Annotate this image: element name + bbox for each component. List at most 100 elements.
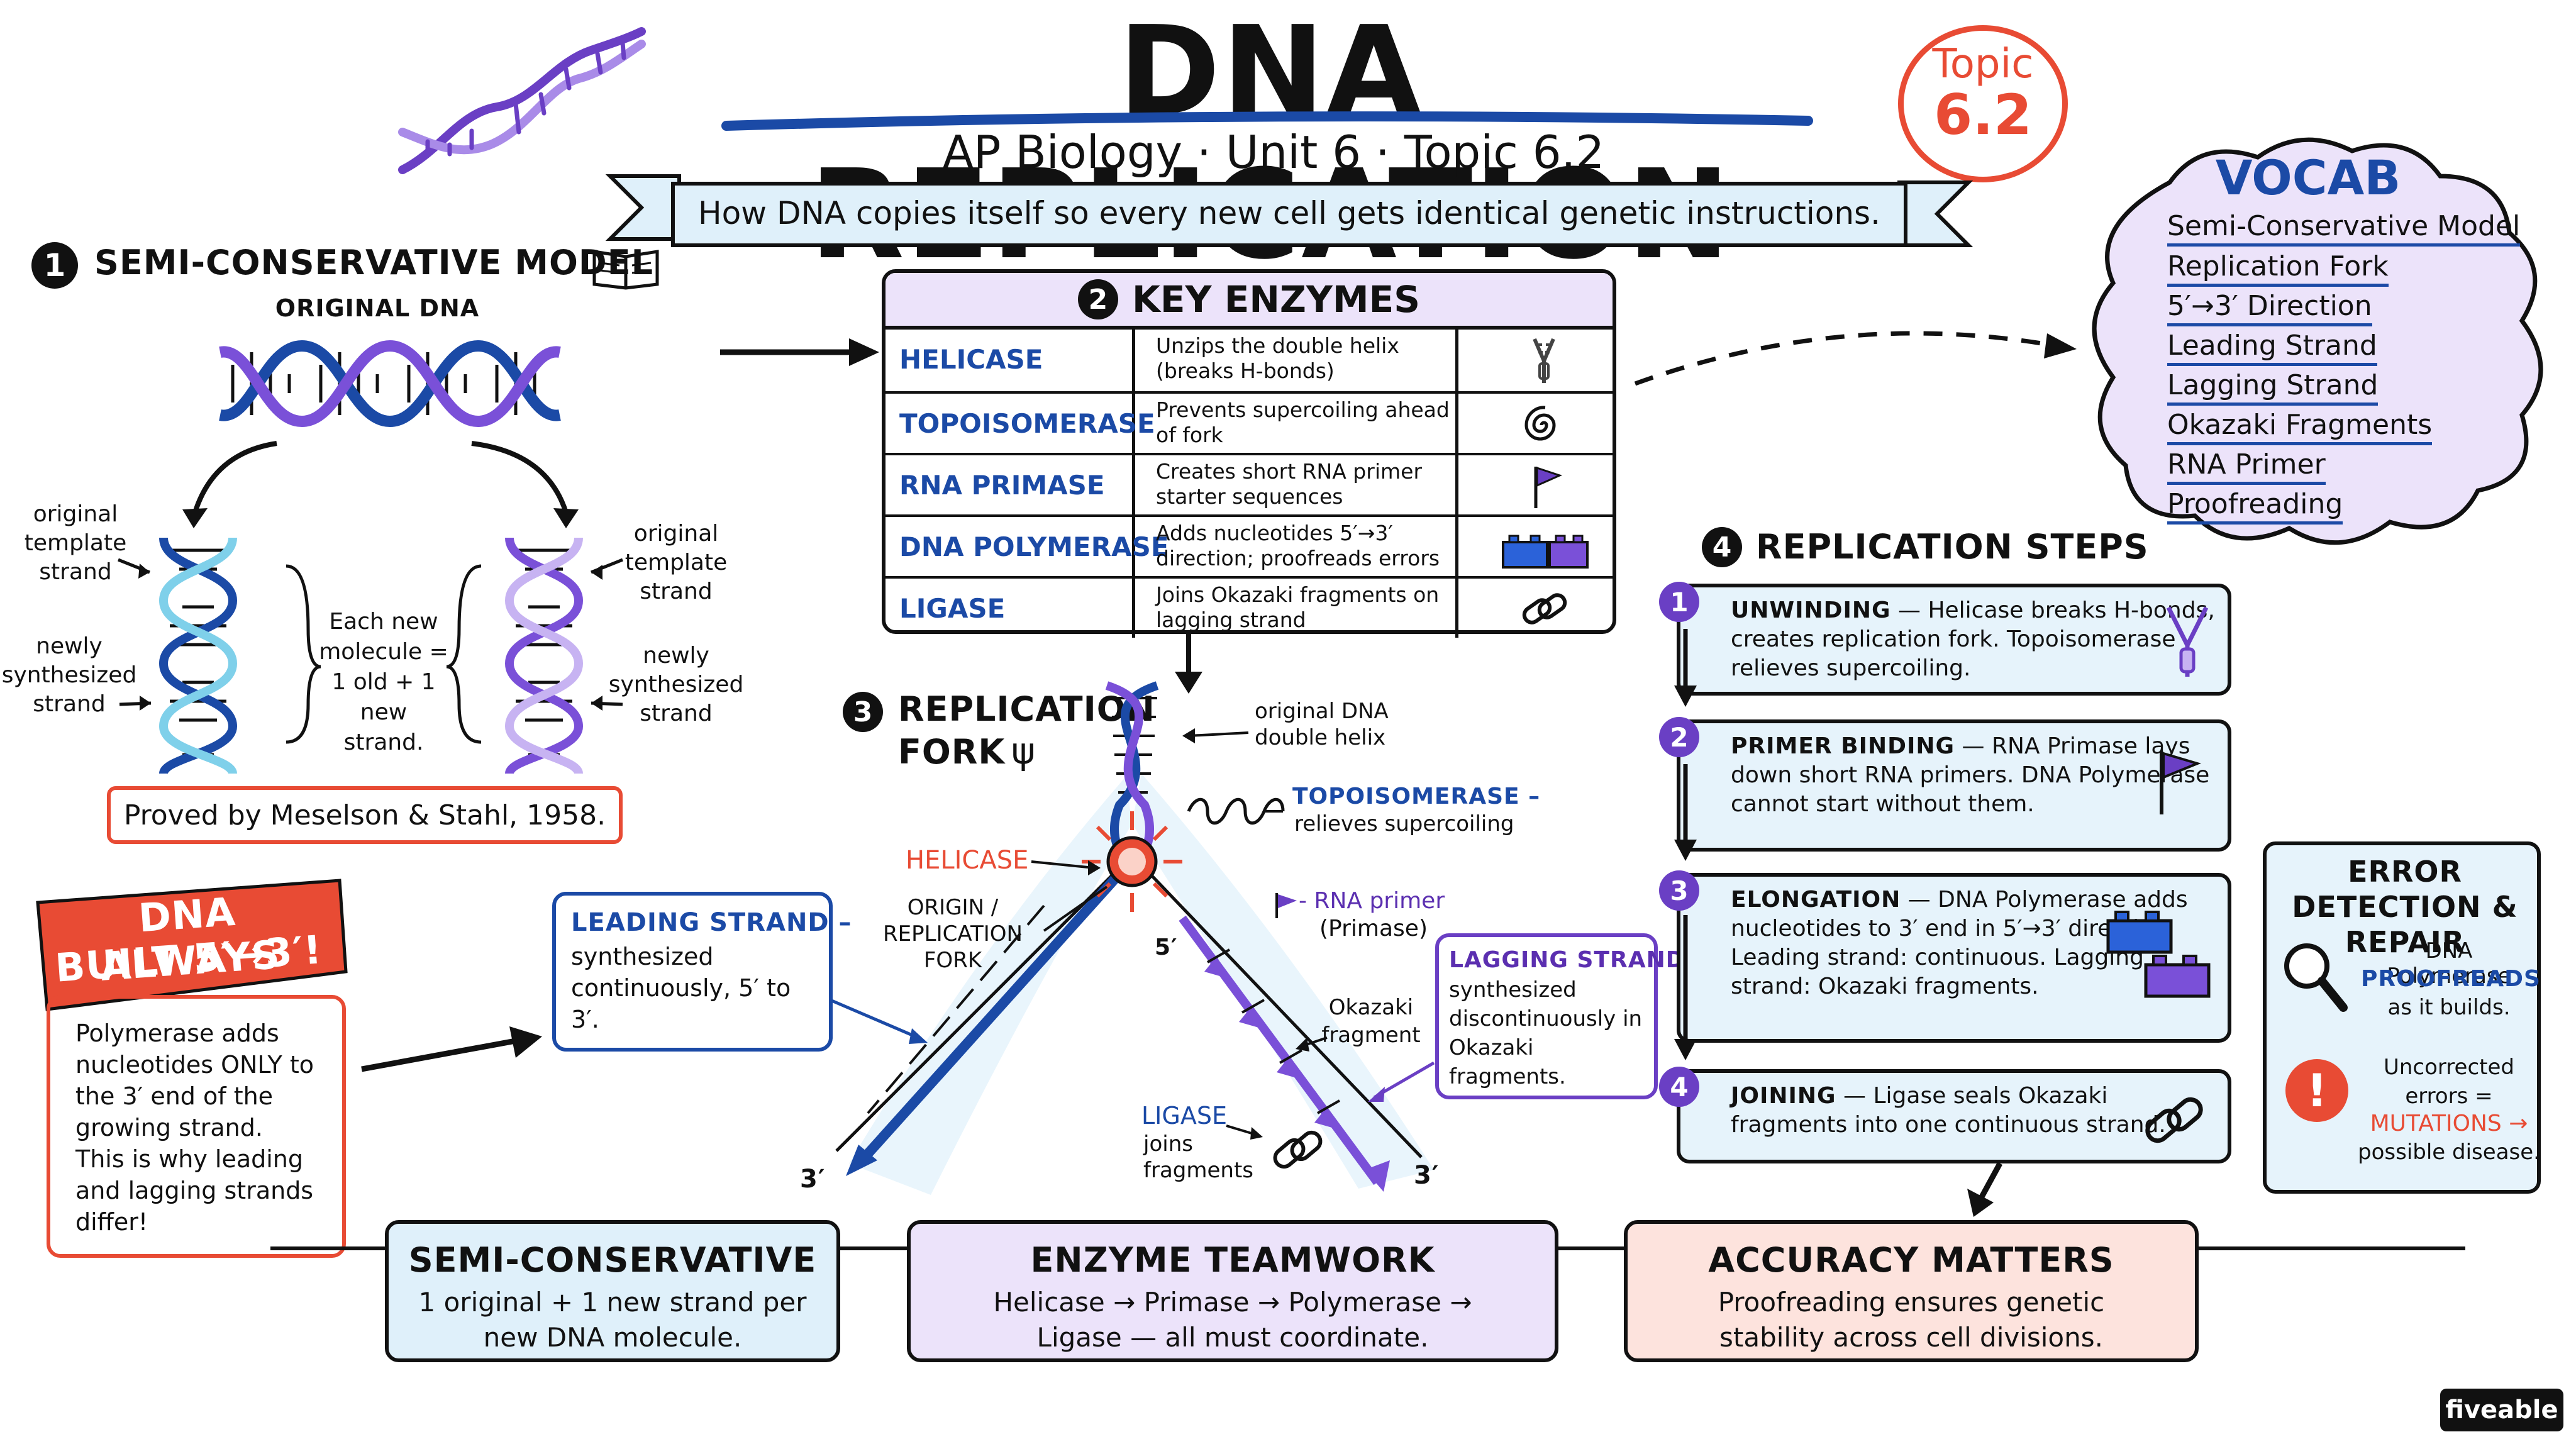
fork-ligase-desc: joins fragments <box>1143 1131 1253 1183</box>
leading-strand-box: LEADING STRAND – synthesized continuousl… <box>552 892 852 1052</box>
left-new-label: newly synthesized strand <box>1 633 137 717</box>
summary-card-accuracy-matters: ACCURACY MATTERS Proofreading ensures ge… <box>1624 1220 2199 1362</box>
section3-title-line2: FORK <box>898 732 1006 772</box>
step-primer-binding: PRIMER BINDING — RNA Primase lays down s… <box>1677 719 2231 852</box>
vocab-item: Replication Fork <box>2167 250 2389 287</box>
vocab-item: Lagging Strand <box>2167 369 2379 406</box>
each-new-molecule-text: Each new molecule = 1 old + 1 new strand… <box>319 609 448 755</box>
summary-text: Proofreading ensures genetic stability a… <box>1718 1287 2105 1353</box>
always-banner <box>36 879 348 1011</box>
left-daughter-helix <box>158 537 238 775</box>
step-elongation: ELONGATION — DNA Polymerase adds nucleot… <box>1677 873 2231 1043</box>
fork-topoisomerase-label: TOPOISOMERASE – <box>1292 784 1541 809</box>
step-number: 4 <box>1659 1067 1699 1107</box>
chain-link-icon <box>1522 593 1567 625</box>
vocab-title: VOCAB <box>2215 150 2401 206</box>
lagging-strand-box: LAGGING STRAND – synthesized discontinuo… <box>1435 933 1705 1099</box>
split-arrows <box>182 441 579 528</box>
error-line2: as it builds. <box>2387 995 2511 1020</box>
enzyme-name: HELICASE <box>899 343 1043 375</box>
section1-number-text: 1 <box>43 247 66 284</box>
banner-ribbon <box>605 174 1974 247</box>
summary-card-semi-conservative: SEMI-CONSERVATIVE 1 original + 1 new str… <box>385 1220 840 1362</box>
enzyme-desc: Prevents supercoiling ahead of fork <box>1156 397 1450 447</box>
enzyme-name: TOPOISOMERASE <box>899 408 1155 439</box>
section3-number-text: 3 <box>853 696 873 728</box>
enzyme-row-rna-primase: RNA PRIMASE Creates short RNA primer sta… <box>886 453 1613 514</box>
arrow-table-to-fork <box>1175 634 1202 694</box>
step-unwinding: UNWINDING — Helicase breaks H-bonds, cre… <box>1677 584 2231 696</box>
vocab-item: Semi-Conservative Model <box>2167 210 2521 247</box>
enzyme-row-dna-polymerase: DNA POLYMERASE Adds nucleotides 5′→3′ di… <box>886 514 1613 576</box>
error-line1: DNA Polymerase <box>2387 938 2511 989</box>
zipper-icon <box>2166 606 2209 677</box>
step-title: PRIMER BINDING <box>1731 733 1955 759</box>
table-divider-1 <box>1132 326 1135 638</box>
leading-strand-desc: synthesized continuously, 5′ to 3′. <box>571 943 791 1033</box>
page-subtitle: AP Biology · Unit 6 · Topic 6.2 <box>942 126 1605 179</box>
always-body-text: Polymerase adds nucleotides ONLY to the … <box>75 1019 314 1236</box>
building-blocks-icon <box>2106 911 2211 998</box>
topic-badge-number: 6.2 <box>1934 82 2032 147</box>
chain-link-icon <box>2145 1097 2203 1143</box>
summary-title: ACCURACY MATTERS <box>1708 1240 2114 1280</box>
right-new-label: newly synthesized strand <box>608 643 744 726</box>
step-joining: JOINING — Ligase seals Okazaki fragments… <box>1677 1069 2231 1163</box>
vocab-item: Proofreading <box>2167 488 2343 525</box>
topic-badge: Topic 6.2 <box>1898 25 2068 182</box>
flag-icon <box>1534 466 1563 508</box>
vocab-item: RNA Primer <box>2167 448 2326 485</box>
key-enzymes-title: KEY ENZYMES <box>1131 278 1421 321</box>
enzyme-name: DNA POLYMERASE <box>899 531 1169 562</box>
building-blocks-icon <box>1502 535 1589 569</box>
section3-number: 3 <box>843 692 883 732</box>
always-body-box: Polymerase adds nucleotides ONLY to the … <box>47 995 346 1258</box>
step-title: JOINING <box>1731 1083 1836 1109</box>
section2-number-text: 2 <box>1088 283 1108 316</box>
step-text: — RNA Primase lays down short RNA primer… <box>1731 733 2210 817</box>
brand-logo: fiveable <box>2440 1389 2563 1431</box>
original-dna-helix <box>219 340 561 428</box>
summary-title: ENZYME TEAMWORK <box>1030 1240 1435 1280</box>
error-proofreads: PROOFREADS <box>2361 966 2541 992</box>
error-detection-box: ERROR DETECTION & REPAIR DNA Polymerase … <box>2263 841 2541 1194</box>
key-enzymes-table: 2 KEY ENZYMES HELICASE Unzips the double… <box>882 269 1616 638</box>
error-mutations: MUTATIONS → <box>2370 1111 2528 1136</box>
section1-title: SEMI-CONSERVATIVE MODEL <box>94 243 654 282</box>
error-title: ERROR DETECTION & REPAIR <box>2292 855 2518 959</box>
meselson-stahl-box: Proved by Meselson & Stahl, 1958. <box>107 786 623 844</box>
step-text: — Ligase seals Okazaki fragments into on… <box>1731 1083 2166 1138</box>
section1-number: 1 <box>31 242 78 289</box>
alert-icon: ! <box>2285 1059 2348 1122</box>
zipper-icon <box>1533 338 1555 383</box>
enzyme-desc: Unzips the double helix (breaks H-bonds) <box>1156 333 1399 383</box>
enzyme-desc: Adds nucleotides 5′→3′ direction; proofr… <box>1156 521 1440 570</box>
enzyme-desc: Creates short RNA primer starter sequenc… <box>1156 459 1423 509</box>
vocab-item: 5′→3′ Direction <box>2167 290 2372 326</box>
fork-rna-primer-label: - RNA primer <box>1299 888 1445 914</box>
title-underline <box>721 111 1813 131</box>
flag-icon <box>2160 752 2202 814</box>
fork-icon: ψ <box>1011 730 1036 772</box>
step-text: — DNA Polymerase adds nucleotides to 3′ … <box>1731 887 2188 999</box>
summary-title: SEMI-CONSERVATIVE <box>408 1240 817 1280</box>
summary-text: 1 original + 1 new strand per new DNA mo… <box>418 1287 807 1353</box>
right-template-label: original template strand <box>625 521 728 604</box>
fork-helicase-label: HELICASE <box>906 846 1029 875</box>
step-number: 3 <box>1659 870 1699 911</box>
dashed-arrow-to-vocab <box>1634 331 2077 386</box>
summary-card-enzyme-teamwork: ENZYME TEAMWORK Helicase → Primase → Pol… <box>907 1220 1558 1362</box>
fork-five-prime-label: 5′ <box>1155 935 1178 960</box>
section4-number-text: 4 <box>1712 531 1732 564</box>
summary-text: Helicase → Primase → Polymerase → Ligase… <box>993 1287 1472 1353</box>
leading-strand-title: LEADING STRAND – <box>571 908 852 937</box>
topic-badge-label: Topic <box>1932 41 2034 87</box>
section2-number: 2 <box>1077 279 1118 319</box>
fork-okazaki-label: Okazaki fragment <box>1321 995 1421 1048</box>
enzyme-name: RNA PRIMASE <box>899 469 1105 501</box>
enzyme-name: LIGASE <box>899 592 1006 624</box>
enzyme-row-ligase: LIGASE Joins Okazaki fragments on laggin… <box>886 576 1613 638</box>
step-title: UNWINDING <box>1731 597 1891 623</box>
dna-helix-icon <box>398 27 646 174</box>
